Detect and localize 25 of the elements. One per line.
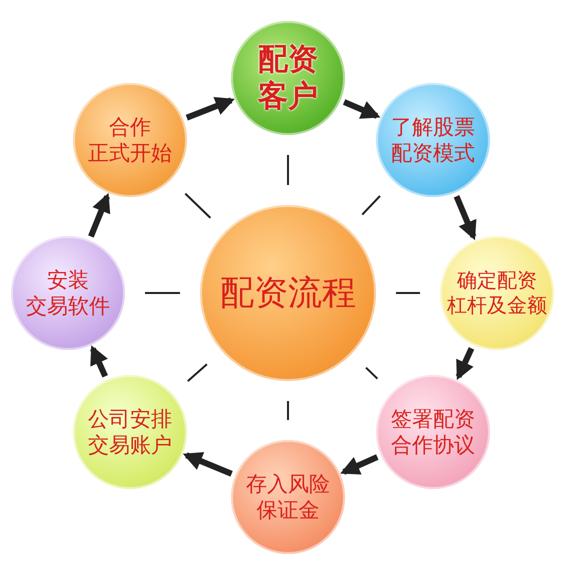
connector-line	[362, 195, 381, 216]
connector-line	[396, 292, 420, 294]
step-circle: 了解股票配资模式	[376, 83, 490, 197]
step-circle: 存入风险保证金	[231, 440, 345, 554]
step-circle: 签署配资合作协议	[376, 375, 490, 489]
connector-line	[187, 364, 208, 382]
arrow	[454, 195, 476, 240]
arrow	[182, 452, 233, 477]
step-circle: 配资客户	[231, 21, 345, 135]
connector-line	[145, 292, 180, 294]
step-circle: 公司安排交易账户	[73, 375, 187, 489]
arrow	[88, 192, 110, 238]
connector-line	[287, 155, 289, 185]
arrow	[186, 96, 235, 120]
step-circle: 合作正式开始	[73, 83, 187, 197]
arrow	[340, 454, 379, 475]
connector-line	[365, 366, 378, 380]
center-circle: 配资流程	[200, 205, 376, 381]
arrow	[342, 99, 380, 119]
step-circle: 安装交易软件	[11, 236, 125, 350]
step-circle: 确定配资杠杆及金额	[440, 236, 554, 350]
arrow	[90, 345, 108, 378]
arrow	[456, 347, 474, 380]
connector-line	[287, 401, 289, 420]
connector-line	[184, 192, 212, 219]
